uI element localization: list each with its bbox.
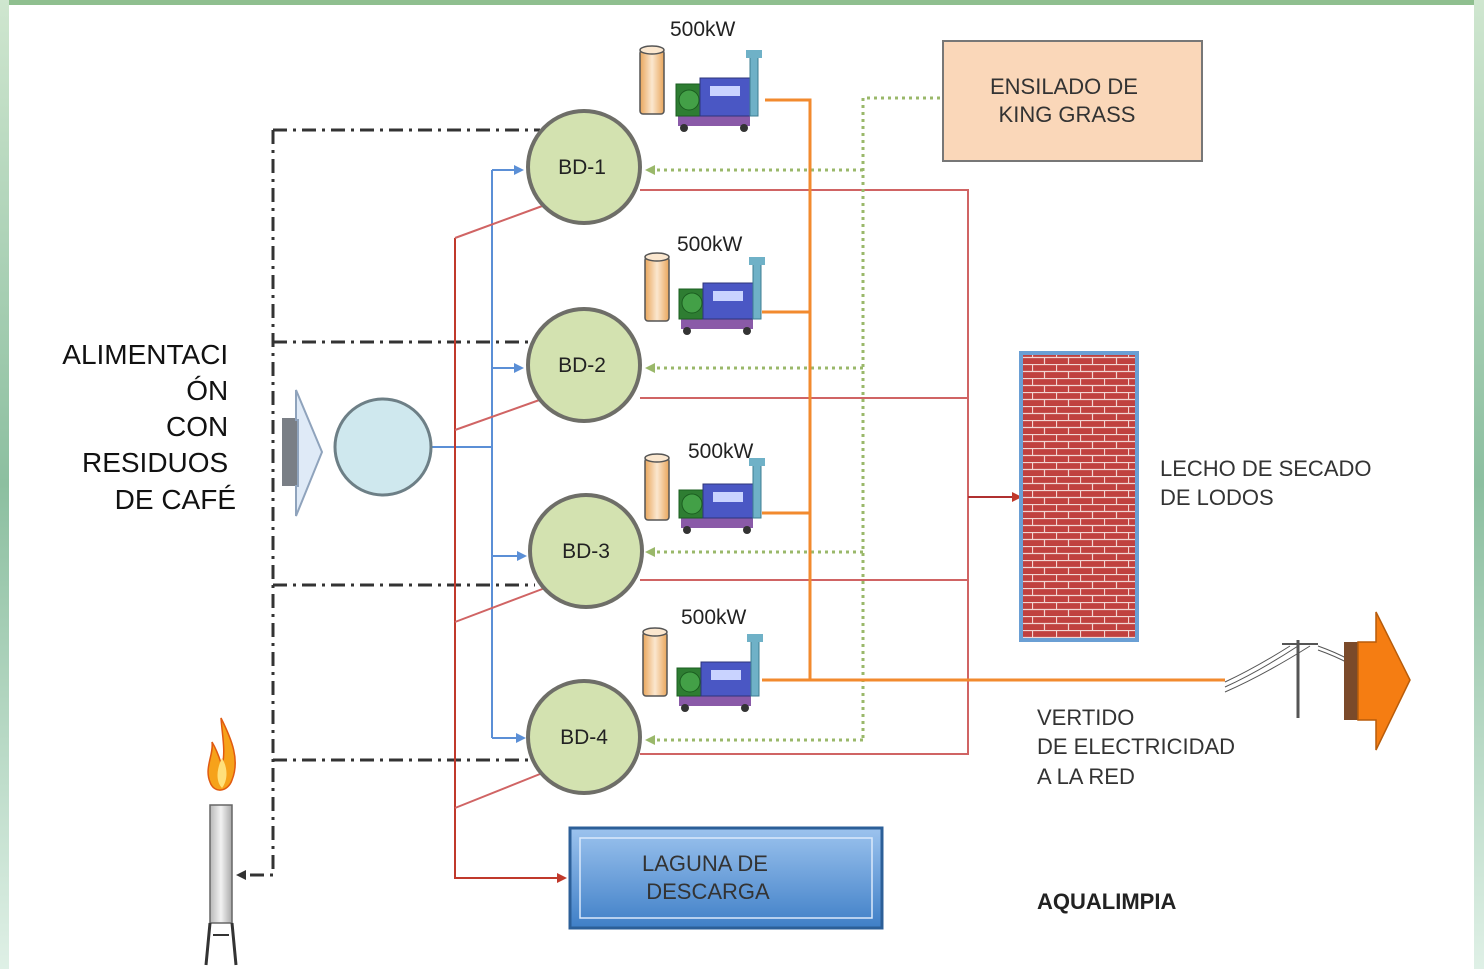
- generator-icon: [678, 458, 765, 534]
- feed-label-line: RESIDUOS: [82, 447, 228, 478]
- genset-4: 500kW: [642, 606, 763, 712]
- flare-stack: [204, 804, 238, 966]
- right-border: [1474, 0, 1484, 969]
- genset-power: 500kW: [677, 233, 743, 256]
- drying-bed: [1019, 351, 1139, 642]
- digester-label: BD-2: [558, 354, 606, 377]
- digester-label: BD-1: [558, 156, 606, 179]
- lagoon-line: LAGUNA DE: [642, 851, 768, 876]
- digester-label: BD-3: [562, 540, 610, 563]
- output-arrow-icon: [1344, 611, 1411, 751]
- left-border: [0, 0, 9, 969]
- genset-1: 500kW: [639, 18, 762, 132]
- drying-bed-label: LECHO DE SECADO DE LODOS: [1160, 456, 1378, 510]
- genset-3: 500kW: [644, 440, 765, 534]
- digester-bd-2: BD-2: [526, 307, 642, 423]
- drying-bed-line: DE LODOS: [1160, 485, 1274, 510]
- feed-lines: [430, 165, 527, 743]
- feed-label-line: ÓN: [186, 375, 228, 406]
- genset-power: 500kW: [681, 606, 747, 629]
- generator-icon: [676, 634, 763, 712]
- grid-export-label: VERTIDO DE ELECTRICIDAD A LA RED: [1037, 705, 1241, 789]
- gas-tank-icon: [644, 457, 670, 521]
- generator-icon: [678, 257, 765, 335]
- silage-box-line: KING GRASS: [999, 102, 1136, 127]
- silage-box-line: ENSILADO DE: [990, 74, 1138, 99]
- top-border: [0, 0, 1484, 5]
- grid-export-line: DE ELECTRICIDAD: [1037, 734, 1235, 759]
- sludge-lines: [454, 189, 1022, 883]
- genset-power: 500kW: [688, 440, 754, 463]
- grid-export-line: VERTIDO: [1037, 705, 1134, 730]
- silage-box: ENSILADO DE KING GRASS: [942, 40, 1203, 162]
- generator-icon: [675, 50, 762, 132]
- input-arrow-icon: [282, 389, 324, 517]
- lagoon-label: LAGUNA DE DESCARGA: [642, 851, 774, 904]
- gas-tank-icon: [644, 256, 670, 322]
- lagoon-box: LAGUNA DE DESCARGA: [568, 826, 884, 930]
- silage-box-label: ENSILADO DE KING GRASS: [990, 74, 1144, 127]
- grid-export-line: A LA RED: [1037, 764, 1135, 789]
- genset-power: 500kW: [670, 18, 736, 41]
- electric-lines: [762, 98, 1225, 682]
- feed-tank: [333, 397, 433, 497]
- lagoon-line: DESCARGA: [646, 879, 770, 904]
- feed-label-line: ALIMENTACI: [62, 339, 228, 370]
- brand-label: AQUALIMPIA: [1037, 889, 1176, 914]
- gas-lines: [236, 128, 540, 880]
- flare-flame-icon: [207, 717, 236, 791]
- genset-2: 500kW: [644, 233, 765, 335]
- gas-tank-icon: [639, 49, 665, 115]
- digester-label: BD-4: [560, 726, 608, 749]
- feed-label-line: CON: [166, 411, 228, 442]
- power-pole-icon: [1224, 640, 1351, 718]
- feed-label-line: DE CAFÉ: [115, 484, 236, 515]
- drying-bed-line: LECHO DE SECADO: [1160, 456, 1372, 481]
- gas-tank-icon: [642, 631, 668, 697]
- feed-label: ALIMENTACI ÓN CON RESIDUOS DE CAFÉ: [62, 339, 236, 515]
- digester-bd-1: BD-1: [526, 109, 642, 225]
- digester-bd-3: BD-3: [528, 493, 644, 609]
- silage-lines: [645, 96, 940, 745]
- digester-bd-4: BD-4: [526, 679, 642, 795]
